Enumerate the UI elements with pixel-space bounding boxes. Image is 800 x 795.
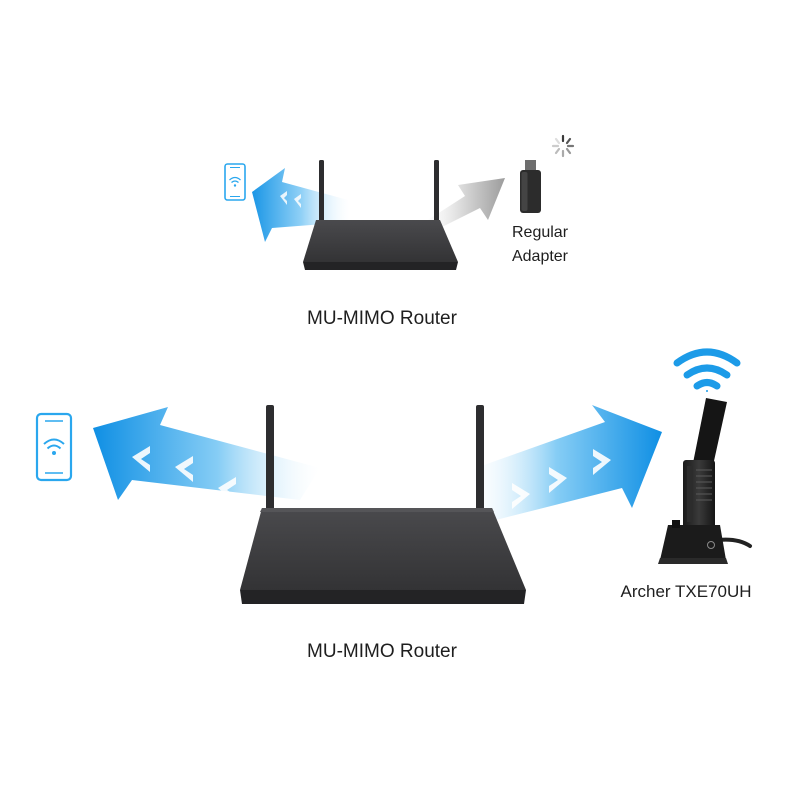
top-router-label: MU-MIMO Router — [307, 308, 457, 329]
usb-adapter-icon — [520, 160, 541, 213]
bottom-right-beam — [470, 405, 662, 522]
bottom-phone-icon — [35, 412, 73, 482]
top-adapter-label: Regular Adapter — [495, 221, 585, 269]
top-gray-beam — [420, 178, 505, 232]
top-phone-icon — [224, 163, 246, 201]
top-adapter-label-line1: Regular — [511, 224, 569, 241]
bottom-router-icon — [240, 405, 526, 604]
bottom-left-beam — [93, 407, 320, 500]
archer-adapter-label: Archer TXE70UH — [620, 582, 752, 601]
top-scene — [224, 134, 575, 270]
bottom-left-chevrons — [132, 446, 236, 503]
top-adapter-label-line2: Adapter — [511, 248, 569, 265]
adapter-stand-icon — [658, 398, 752, 564]
top-beam-chevrons — [280, 191, 301, 208]
bottom-scene — [35, 348, 752, 604]
wifi-signal-icon — [673, 348, 741, 390]
bottom-right-chevrons — [512, 449, 611, 509]
loading-spinner-icon — [551, 134, 575, 158]
wifi-dot — [706, 390, 708, 392]
top-router-icon — [303, 160, 458, 270]
bottom-router-label: MU-MIMO Router — [307, 641, 457, 662]
